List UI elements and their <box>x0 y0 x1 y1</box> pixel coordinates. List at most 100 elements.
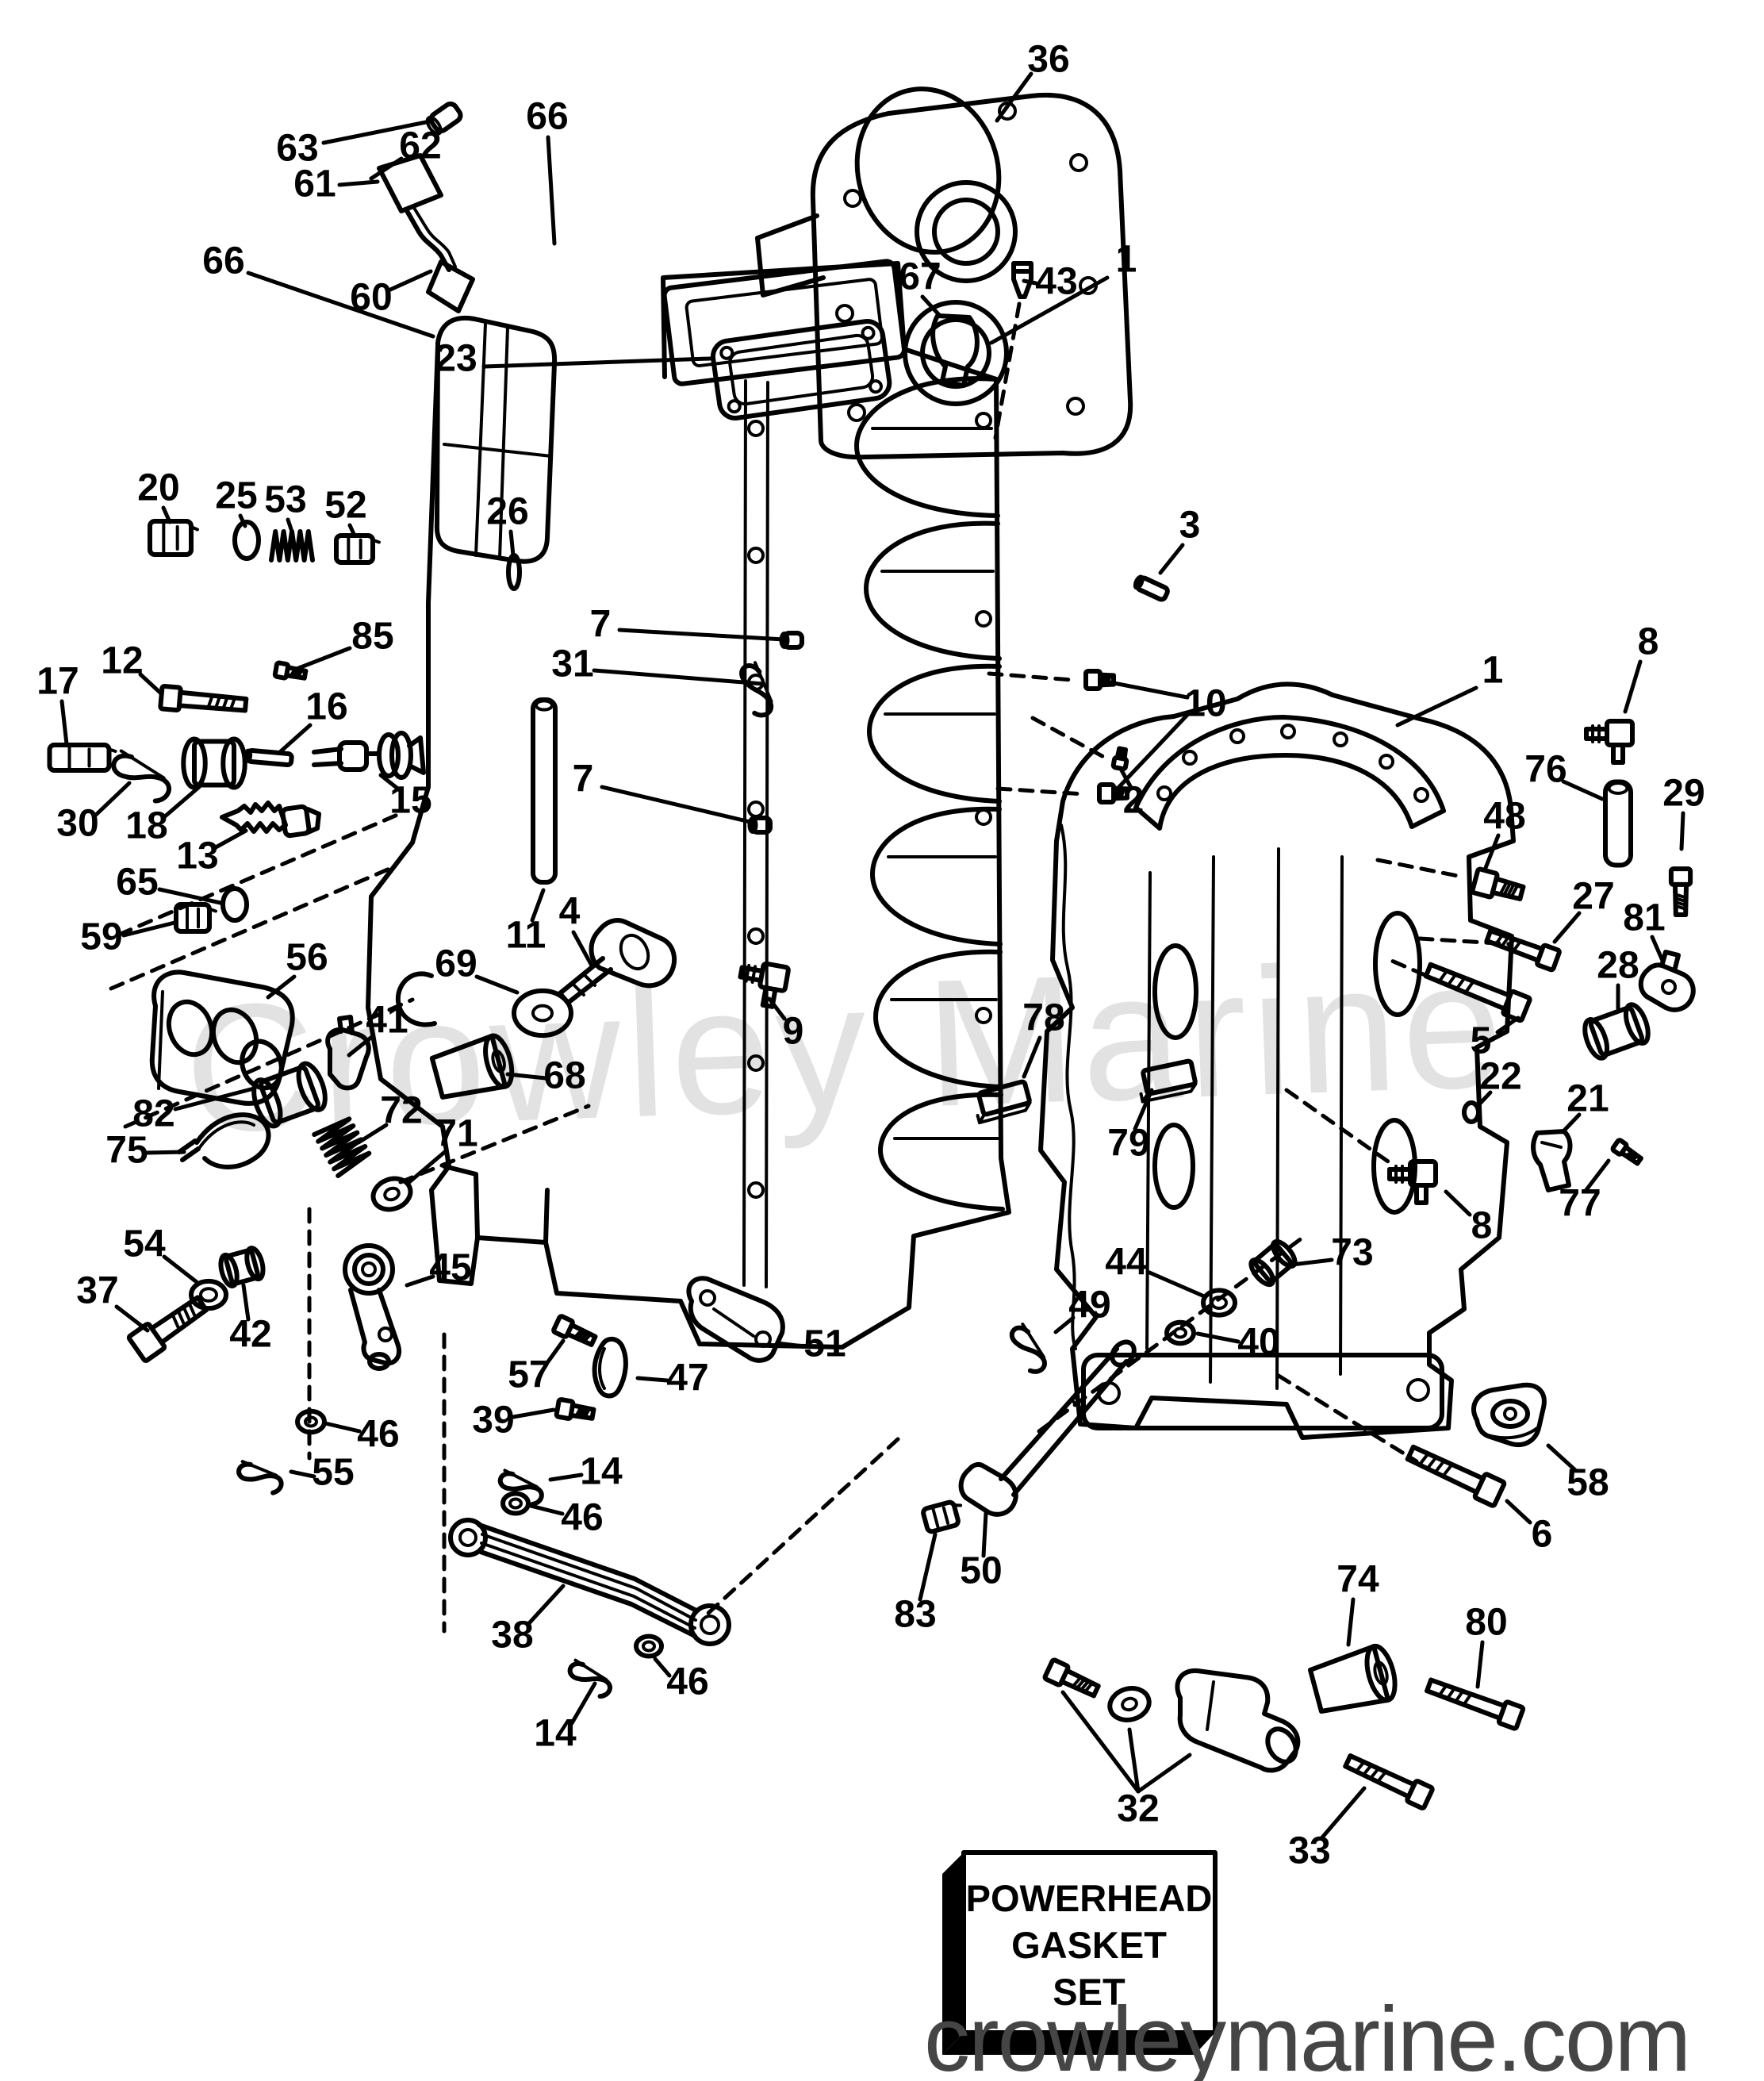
callout-38-label: 38 <box>491 1615 533 1657</box>
callout-12-label: 12 <box>101 640 143 682</box>
part-bushing-28 <box>1582 1002 1651 1061</box>
leader-line-12 <box>138 672 163 696</box>
callout-31-label: 31 <box>551 643 593 685</box>
mount-bracket-32 <box>1175 1668 1301 1773</box>
part-plug-20 <box>148 519 199 557</box>
callout-5-label: 5 <box>1471 1020 1492 1062</box>
part-screw-32 <box>1042 1657 1101 1699</box>
box-line-1: POWERHEAD <box>966 1877 1213 1919</box>
watermark-center: Crowley Marine <box>182 923 1511 1171</box>
leader-line-1 <box>989 275 1110 345</box>
callout-39-label: 39 <box>472 1399 514 1442</box>
callout-58-label: 58 <box>1567 1462 1609 1504</box>
callout-13-label: 13 <box>176 835 218 877</box>
part-block-79 <box>1139 1058 1198 1104</box>
leader-line-63 <box>321 119 432 145</box>
construction-dashed-line <box>1037 1234 1307 1434</box>
leader-line-9 <box>767 996 787 1021</box>
part-oring-22 <box>1462 1100 1481 1124</box>
leader-line-78 <box>1022 1035 1042 1079</box>
box-side-shadow <box>942 1853 964 2055</box>
construction-dashed-line <box>993 301 1022 440</box>
leader-line-69 <box>474 974 520 995</box>
callout-57-label: 57 <box>508 1354 550 1396</box>
leader-line-55 <box>289 1469 316 1479</box>
callout-76-label: 76 <box>1524 749 1567 791</box>
construction-dashed-line <box>1030 716 1110 762</box>
callout-67-label: 67 <box>899 256 941 298</box>
callout-63-label: 63 <box>276 128 318 170</box>
leader-line-42 <box>241 1283 251 1322</box>
callout-46-label: 46 <box>666 1661 708 1703</box>
leader-line-7 <box>617 628 786 642</box>
part-bolt-12 <box>158 683 249 713</box>
callout-65-label: 65 <box>116 862 158 904</box>
leader-line-56 <box>266 974 297 1000</box>
leader-line-33 <box>1320 1786 1367 1840</box>
part-spring-53 <box>269 529 315 562</box>
part-washer-71 <box>370 1176 413 1212</box>
leader-line-32 <box>1060 1690 1141 1794</box>
callout-61-label: 61 <box>293 163 336 205</box>
leader-line-54 <box>162 1254 199 1284</box>
leader-line-72 <box>356 1123 389 1145</box>
part-clip-31 <box>739 661 774 718</box>
leader-line-60 <box>386 269 433 293</box>
link-arm-51 <box>686 1276 785 1363</box>
leader-line-50 <box>981 1511 988 1558</box>
part-washer-46b <box>500 1491 531 1516</box>
leader-line-52 <box>347 523 356 536</box>
leader-line-30 <box>94 781 132 817</box>
leader-line-8 <box>1444 1189 1472 1217</box>
part-washer-44 <box>1201 1288 1237 1318</box>
part-screw-10a <box>1083 669 1116 691</box>
callout-68-label: 68 <box>543 1055 585 1097</box>
leader-line-1 <box>1395 685 1478 728</box>
callout-1-label: 1 <box>1482 650 1504 692</box>
part-thermostat-52 <box>334 533 381 565</box>
callout-17-label: 17 <box>36 661 79 703</box>
construction-dashed-line <box>109 864 397 991</box>
callout-59-label: 59 <box>80 916 122 958</box>
callout-43-label: 43 <box>1035 261 1077 303</box>
part-bolt-29 <box>1668 866 1693 917</box>
box-outline <box>961 1850 1218 2035</box>
callout-41-label: 41 <box>366 1000 408 1042</box>
callout-36-label: 36 <box>1027 39 1069 81</box>
leader-line-37 <box>114 1304 150 1333</box>
leader-line-62 <box>369 156 404 181</box>
part-screw-2 <box>1110 746 1129 772</box>
leader-line-58 <box>1546 1443 1578 1472</box>
box-line-3: SET <box>1053 1971 1126 2013</box>
leader-line-25 <box>238 513 247 528</box>
leader-line-14 <box>548 1472 584 1482</box>
callout-9-label: 9 <box>783 1011 804 1053</box>
leader-line-21 <box>1560 1112 1582 1135</box>
part-screw-77 <box>1610 1138 1643 1166</box>
callout-80-label: 80 <box>1465 1602 1507 1644</box>
dashed-lines-layer <box>109 301 1513 1634</box>
construction-dashed-line <box>704 1437 900 1618</box>
part-grommet-18 <box>181 736 247 790</box>
callout-20-label: 20 <box>137 467 179 509</box>
leader-line-16 <box>278 723 313 754</box>
box-line-2: GASKET <box>1011 1924 1167 1966</box>
spark-plug-13 <box>220 801 321 839</box>
leader-line-29 <box>1679 811 1685 851</box>
part-dowel-3 <box>1133 574 1170 602</box>
part-cone-74 <box>1307 1643 1398 1714</box>
part-tube-11 <box>531 697 558 885</box>
leader-line-71 <box>407 1148 449 1184</box>
callout-83-label: 83 <box>894 1594 936 1636</box>
part-retainer-7b <box>747 816 773 835</box>
leader-line-27 <box>1552 911 1582 944</box>
leader-line-11 <box>530 888 546 923</box>
leader-line-47 <box>635 1376 669 1383</box>
leader-line-36 <box>995 71 1033 123</box>
construction-dashed-line <box>123 997 415 1129</box>
part-oring-36 <box>854 86 1002 255</box>
crankcase <box>1038 682 1516 1440</box>
callout-7-label: 7 <box>573 758 594 801</box>
